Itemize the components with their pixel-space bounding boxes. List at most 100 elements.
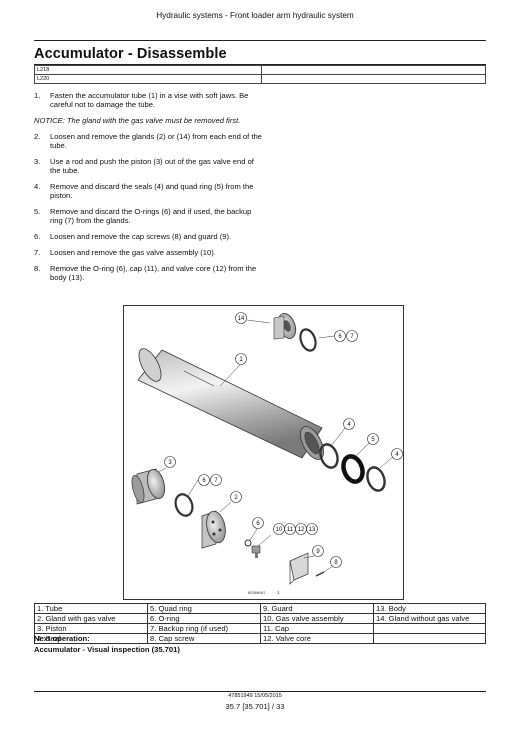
callout: 7: [346, 330, 358, 342]
legend-cell: [373, 633, 486, 644]
legend-cell: 14. Gland without gas valve: [373, 613, 486, 624]
svg-text:11: 11: [287, 527, 294, 533]
svg-text:14: 14: [238, 316, 245, 322]
running-header: Hydraulic systems - Front loader arm hyd…: [156, 11, 354, 20]
step-text: Use a rod and push the piston (3) out of…: [50, 157, 254, 175]
step-number: 1.: [34, 91, 41, 100]
callout: 12: [295, 523, 307, 535]
o-ring: [299, 328, 317, 352]
callout: 10: [273, 523, 285, 535]
seal: [319, 443, 339, 469]
parts-legend-table: 1. Tube 5. Quad ring 9. Guard 13. Body 2…: [34, 603, 486, 644]
o-ring: [174, 493, 194, 517]
legend-row: 4. Seal 8. Cap screw 12. Valve core: [34, 633, 486, 644]
footer-rule: [34, 691, 486, 692]
step-text: Loosen and remove the glands (2) or (14)…: [50, 132, 262, 150]
callout: 4: [391, 448, 403, 460]
gas-valve-assembly: [244, 539, 261, 558]
callout: 4: [343, 418, 355, 430]
step-number: 5.: [34, 207, 41, 216]
callout: 11: [284, 523, 296, 535]
cap-screw: [315, 571, 325, 577]
next-operation-link[interactable]: Accumulator - Visual inspection (35.701): [34, 645, 180, 654]
legend-cell: 2. Gland with gas valve: [34, 613, 148, 624]
svg-text:4: 4: [395, 452, 399, 458]
svg-text:8: 8: [334, 560, 338, 566]
svg-text:6: 6: [256, 521, 260, 527]
step-number: 6.: [34, 232, 41, 241]
legend-cell: [373, 623, 486, 634]
svg-text:12: 12: [298, 527, 305, 533]
legend-row: 2. Gland with gas valve 6. O-ring 10. Ga…: [34, 613, 486, 624]
model-cell: L220: [34, 74, 262, 84]
svg-text:10: 10: [276, 527, 283, 533]
legend-cell: 1. Tube: [34, 603, 148, 614]
step-number: 4.: [34, 182, 41, 191]
callout: 3: [164, 456, 176, 468]
exploded-view-drawing: 14 6 7 1 4 5 4 3 6 7 2 6 10 11 12 13 9 8…: [131, 312, 403, 595]
header-rule: [34, 40, 486, 41]
svg-text:3: 3: [168, 460, 172, 466]
legend-cell: 10. Gas valve assembly: [260, 613, 374, 624]
quad-ring: [341, 454, 365, 484]
legend-cell: 12. Valve core: [260, 633, 374, 644]
callout: 7: [210, 474, 222, 486]
callout: 6: [198, 474, 210, 486]
piston: [131, 468, 166, 505]
svg-text:2: 2: [234, 495, 238, 501]
step-item: 1. Fasten the accumulator tube (1) in a v…: [34, 91, 266, 109]
step-item: 6. Loosen and remove the cap screws (8) a…: [34, 232, 266, 241]
step-text: Remove the O-ring (6), cap (11), and val…: [50, 264, 257, 282]
model-empty-cell: [261, 74, 486, 84]
legend-row: 3. Piston 7. Backup ring (if used) 11. C…: [34, 623, 486, 634]
step-item: 7.Loosen and remove the gas valve assemb…: [34, 248, 266, 257]
svg-text:9: 9: [316, 549, 320, 555]
model-empty-cell: [261, 65, 486, 75]
svg-text:6: 6: [338, 334, 342, 340]
seal: [366, 466, 386, 492]
svg-text:5: 5: [371, 437, 375, 443]
title-rule: [34, 64, 486, 65]
callout: 2: [230, 491, 242, 503]
legend-cell: 8. Cap screw: [147, 633, 261, 644]
tube: [137, 348, 324, 460]
svg-text:1: 1: [239, 357, 243, 363]
callout: 1: [235, 353, 247, 365]
step-text: Remove and discard the seals (4) and qua…: [50, 182, 254, 200]
gland-with-gas-valve: [201, 510, 226, 549]
step-item: 8.Remove the O-ring (6), cap (11), and v…: [34, 264, 266, 282]
legend-cell: 13. Body: [373, 603, 486, 614]
legend-cell: 11. Cap: [260, 623, 374, 634]
legend-cell: 7. Backup ring (if used): [147, 623, 261, 634]
callout: 13: [306, 523, 318, 535]
callout: 6: [334, 330, 346, 342]
step-number: 2.: [34, 132, 41, 141]
figure-code: BS08H067: [248, 591, 265, 595]
guard: [289, 552, 309, 585]
step-item: 5. Remove and discard the O-rings (6) and…: [34, 207, 266, 225]
gland-without-gas-valve: [273, 313, 297, 340]
step-text: Loosen and remove the gas valve assembly…: [50, 248, 216, 257]
step-text: Fasten the accumulator tube (1) in a vis…: [50, 91, 249, 109]
model-table: L218 L220: [34, 65, 486, 84]
svg-text:4: 4: [347, 422, 351, 428]
procedure-steps: 1. Fasten the accumulator tube (1) in a v…: [34, 91, 266, 289]
callout: 8: [330, 556, 342, 568]
callout: 6: [252, 517, 264, 529]
figure-number: 1: [277, 590, 280, 595]
next-operation-label: Next operation:: [34, 634, 90, 643]
svg-text:7: 7: [214, 478, 218, 484]
legend-cell: 5. Quad ring: [147, 603, 261, 614]
model-cell: L218: [34, 65, 262, 75]
leader-lines: [157, 319, 395, 573]
callout: 9: [312, 545, 324, 557]
footer-doc-id: 47851949 15/05/2015: [228, 693, 282, 699]
callout: 5: [367, 433, 379, 445]
step-text: Remove and discard the O-rings (6) and i…: [50, 207, 252, 225]
svg-text:13: 13: [309, 527, 316, 533]
legend-cell: 3. Piston: [34, 623, 148, 634]
step-text: Loosen and remove the cap screws (8) and…: [50, 232, 232, 241]
step-item: 3.Use a rod and push the piston (3) out …: [34, 157, 266, 175]
footer-page-number: 35.7 [35.701] / 33: [225, 702, 285, 711]
step-item: 2. Loosen and remove the glands (2) or (1…: [34, 132, 266, 150]
